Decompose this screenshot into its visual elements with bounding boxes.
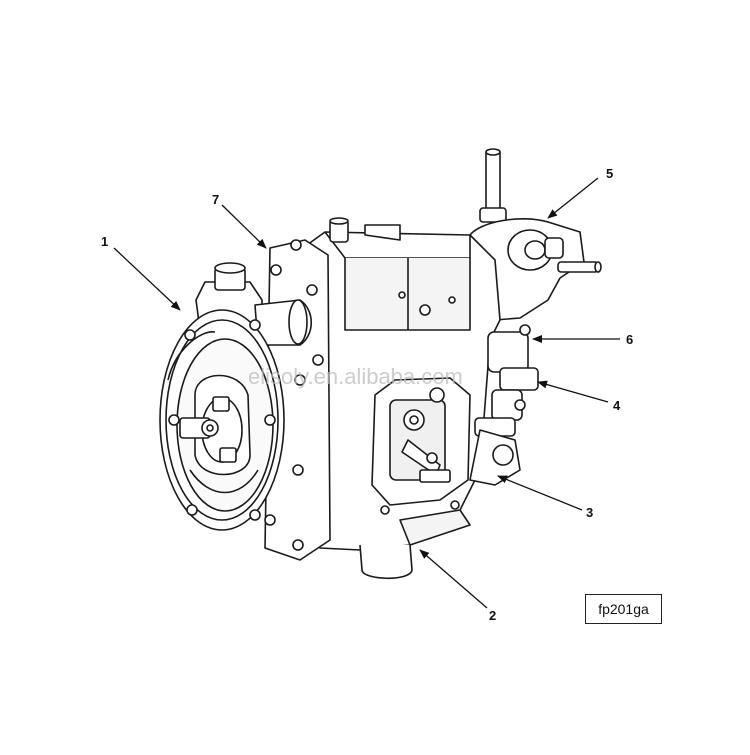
callout-leaders <box>113 177 620 609</box>
leader-1 <box>113 247 181 311</box>
leader-4 <box>537 380 609 403</box>
pump-body <box>159 148 602 580</box>
leader-3 <box>497 475 583 511</box>
callout-5: 5 <box>606 166 613 181</box>
figure-reference-label: fp201ga <box>585 594 662 624</box>
leader-7 <box>221 204 267 249</box>
leader-5 <box>547 177 599 219</box>
callout-2: 2 <box>489 608 496 623</box>
figure-reference-code: fp201ga <box>598 601 649 617</box>
callout-7: 7 <box>212 192 219 207</box>
callout-4: 4 <box>613 398 621 413</box>
callout-1: 1 <box>101 234 108 249</box>
callout-labels: 1 2 3 4 5 6 7 <box>101 166 633 623</box>
leader-2 <box>419 549 488 609</box>
callout-6: 6 <box>626 332 633 347</box>
watermark-text: elisoly.en.alibaba.com <box>248 364 463 389</box>
callout-3: 3 <box>586 505 593 520</box>
